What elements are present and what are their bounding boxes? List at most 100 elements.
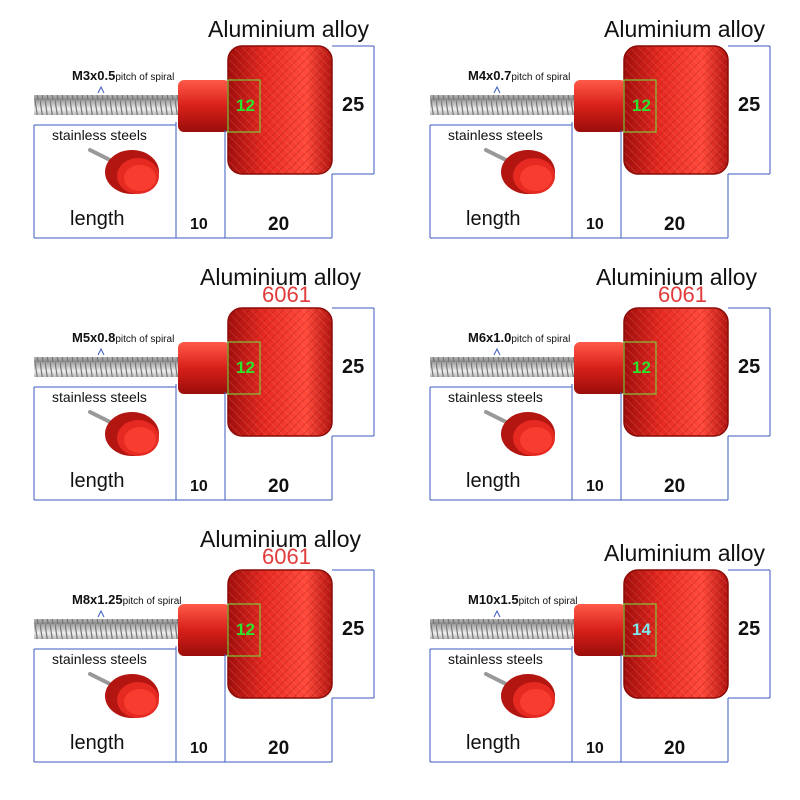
thread-size: M4x0.7 xyxy=(468,68,512,83)
thread-size: M3x0.5 xyxy=(72,68,116,83)
length-label: length xyxy=(70,208,125,230)
screw-panel-6: Aluminium alloy M10x1.5pitch of spiral s… xyxy=(396,524,796,788)
collar xyxy=(178,342,230,394)
alloy-grade-label: 6061 xyxy=(262,544,311,569)
knob-diameter-dimension: 25 xyxy=(738,94,761,116)
knob-diameter-dimension: 25 xyxy=(738,356,761,378)
screw-panel-4: Aluminium alloy 6061 M6x1.0pitch of spir… xyxy=(396,262,796,526)
alloy-grade-label: 6061 xyxy=(262,282,311,307)
collar-diameter-dimension: 12 xyxy=(236,620,255,639)
knob-diameter-dimension: 25 xyxy=(738,618,761,640)
alloy-grade-label: 6061 xyxy=(658,282,707,307)
screw-drawing xyxy=(429,569,771,763)
screw-drawing xyxy=(429,45,771,239)
screw-drawing xyxy=(33,307,375,501)
product-thumbnail xyxy=(484,148,555,194)
dimension-lines xyxy=(33,307,375,501)
collar-diameter-box xyxy=(227,79,261,133)
thread-size: M8x1.25 xyxy=(72,592,123,607)
collar-diameter-dimension: 12 xyxy=(632,358,651,377)
material-label: Aluminium alloy xyxy=(604,540,766,566)
steel-material-label: stainless steels xyxy=(448,127,543,143)
knob-diameter-dimension: 25 xyxy=(342,618,365,640)
collar-diameter-dimension: 14 xyxy=(632,620,651,639)
knob-length-dimension: 20 xyxy=(268,738,290,759)
product-thumbnail xyxy=(88,410,159,456)
length-label: length xyxy=(70,732,125,754)
length-label: length xyxy=(466,732,521,754)
collar-length-dimension: 10 xyxy=(586,216,604,233)
material-label: Aluminium alloy xyxy=(200,264,362,290)
pitch-label: pitch of spiral xyxy=(511,334,571,345)
pitch-label: pitch of spiral xyxy=(115,72,175,83)
collar-diameter-box xyxy=(623,341,657,395)
threaded-rod xyxy=(34,95,184,115)
dimension-lines xyxy=(429,569,771,763)
dimension-lines xyxy=(429,45,771,239)
pitch-label: pitch of spiral xyxy=(518,596,578,607)
thread-spec-label: M10x1.5pitch of spiral xyxy=(468,592,578,607)
thread-size: M5x0.8 xyxy=(72,330,116,345)
collar-length-dimension: 10 xyxy=(190,478,208,495)
product-thumbnail xyxy=(88,672,159,718)
length-label: length xyxy=(466,470,521,492)
collar xyxy=(178,604,230,656)
pitch-label: pitch of spiral xyxy=(122,596,182,607)
collar-length-dimension: 10 xyxy=(586,478,604,495)
collar-diameter-dimension: 12 xyxy=(236,358,255,377)
steel-material-label: stainless steels xyxy=(448,389,543,405)
screw-panel-5: Aluminium alloy 6061 M8x1.25pitch of spi… xyxy=(0,524,400,788)
threaded-rod xyxy=(430,619,580,639)
thread-spec-label: M6x1.0pitch of spiral xyxy=(468,330,570,345)
length-label: length xyxy=(70,470,125,492)
thread-spec-label: M4x0.7pitch of spiral xyxy=(468,68,570,83)
product-thumbnail xyxy=(484,672,555,718)
thread-spec-label: M3x0.5pitch of spiral xyxy=(72,68,174,83)
collar xyxy=(574,80,626,132)
thread-spec-label: M5x0.8pitch of spiral xyxy=(72,330,174,345)
collar-diameter-box xyxy=(227,603,261,657)
collar xyxy=(178,80,230,132)
pitch-label: pitch of spiral xyxy=(115,334,175,345)
collar-diameter-box xyxy=(623,603,657,657)
collar-length-dimension: 10 xyxy=(586,740,604,757)
collar-diameter-box xyxy=(227,341,261,395)
material-label: Aluminium alloy xyxy=(200,526,362,552)
pitch-label: pitch of spiral xyxy=(511,72,571,83)
knob-length-dimension: 20 xyxy=(268,476,290,497)
collar-length-dimension: 10 xyxy=(190,216,208,233)
material-label: Aluminium alloy xyxy=(208,16,370,42)
screw-drawing xyxy=(33,569,375,763)
steel-material-label: stainless steels xyxy=(52,127,147,143)
threaded-rod xyxy=(34,619,184,639)
screw-drawing xyxy=(429,307,771,501)
collar-diameter-dimension: 12 xyxy=(236,96,255,115)
threaded-rod xyxy=(34,357,184,377)
collar xyxy=(574,604,626,656)
collar-diameter-box xyxy=(623,79,657,133)
steel-material-label: stainless steels xyxy=(448,651,543,667)
collar xyxy=(574,342,626,394)
thread-size: M6x1.0 xyxy=(468,330,512,345)
product-thumbnail xyxy=(484,410,555,456)
dimension-lines xyxy=(429,307,771,501)
dimension-lines xyxy=(33,45,375,239)
screw-panel-1: Aluminium alloy M3x0.5pitch of spiral st… xyxy=(0,0,400,264)
knob-length-dimension: 20 xyxy=(268,214,290,235)
screw-panel-2: Aluminium alloy M4x0.7pitch of spiral st… xyxy=(396,0,796,264)
thread-size: M10x1.5 xyxy=(468,592,519,607)
steel-material-label: stainless steels xyxy=(52,651,147,667)
length-label: length xyxy=(466,208,521,230)
knob-length-dimension: 20 xyxy=(664,476,686,497)
knob-length-dimension: 20 xyxy=(664,214,686,235)
dimension-lines xyxy=(33,569,375,763)
knob-length-dimension: 20 xyxy=(664,738,686,759)
material-label: Aluminium alloy xyxy=(596,264,758,290)
knob-diameter-dimension: 25 xyxy=(342,94,365,116)
steel-material-label: stainless steels xyxy=(52,389,147,405)
knob-diameter-dimension: 25 xyxy=(342,356,365,378)
screw-drawing xyxy=(33,45,375,239)
threaded-rod xyxy=(430,95,580,115)
product-thumbnail xyxy=(88,148,159,194)
thread-spec-label: M8x1.25pitch of spiral xyxy=(72,592,182,607)
